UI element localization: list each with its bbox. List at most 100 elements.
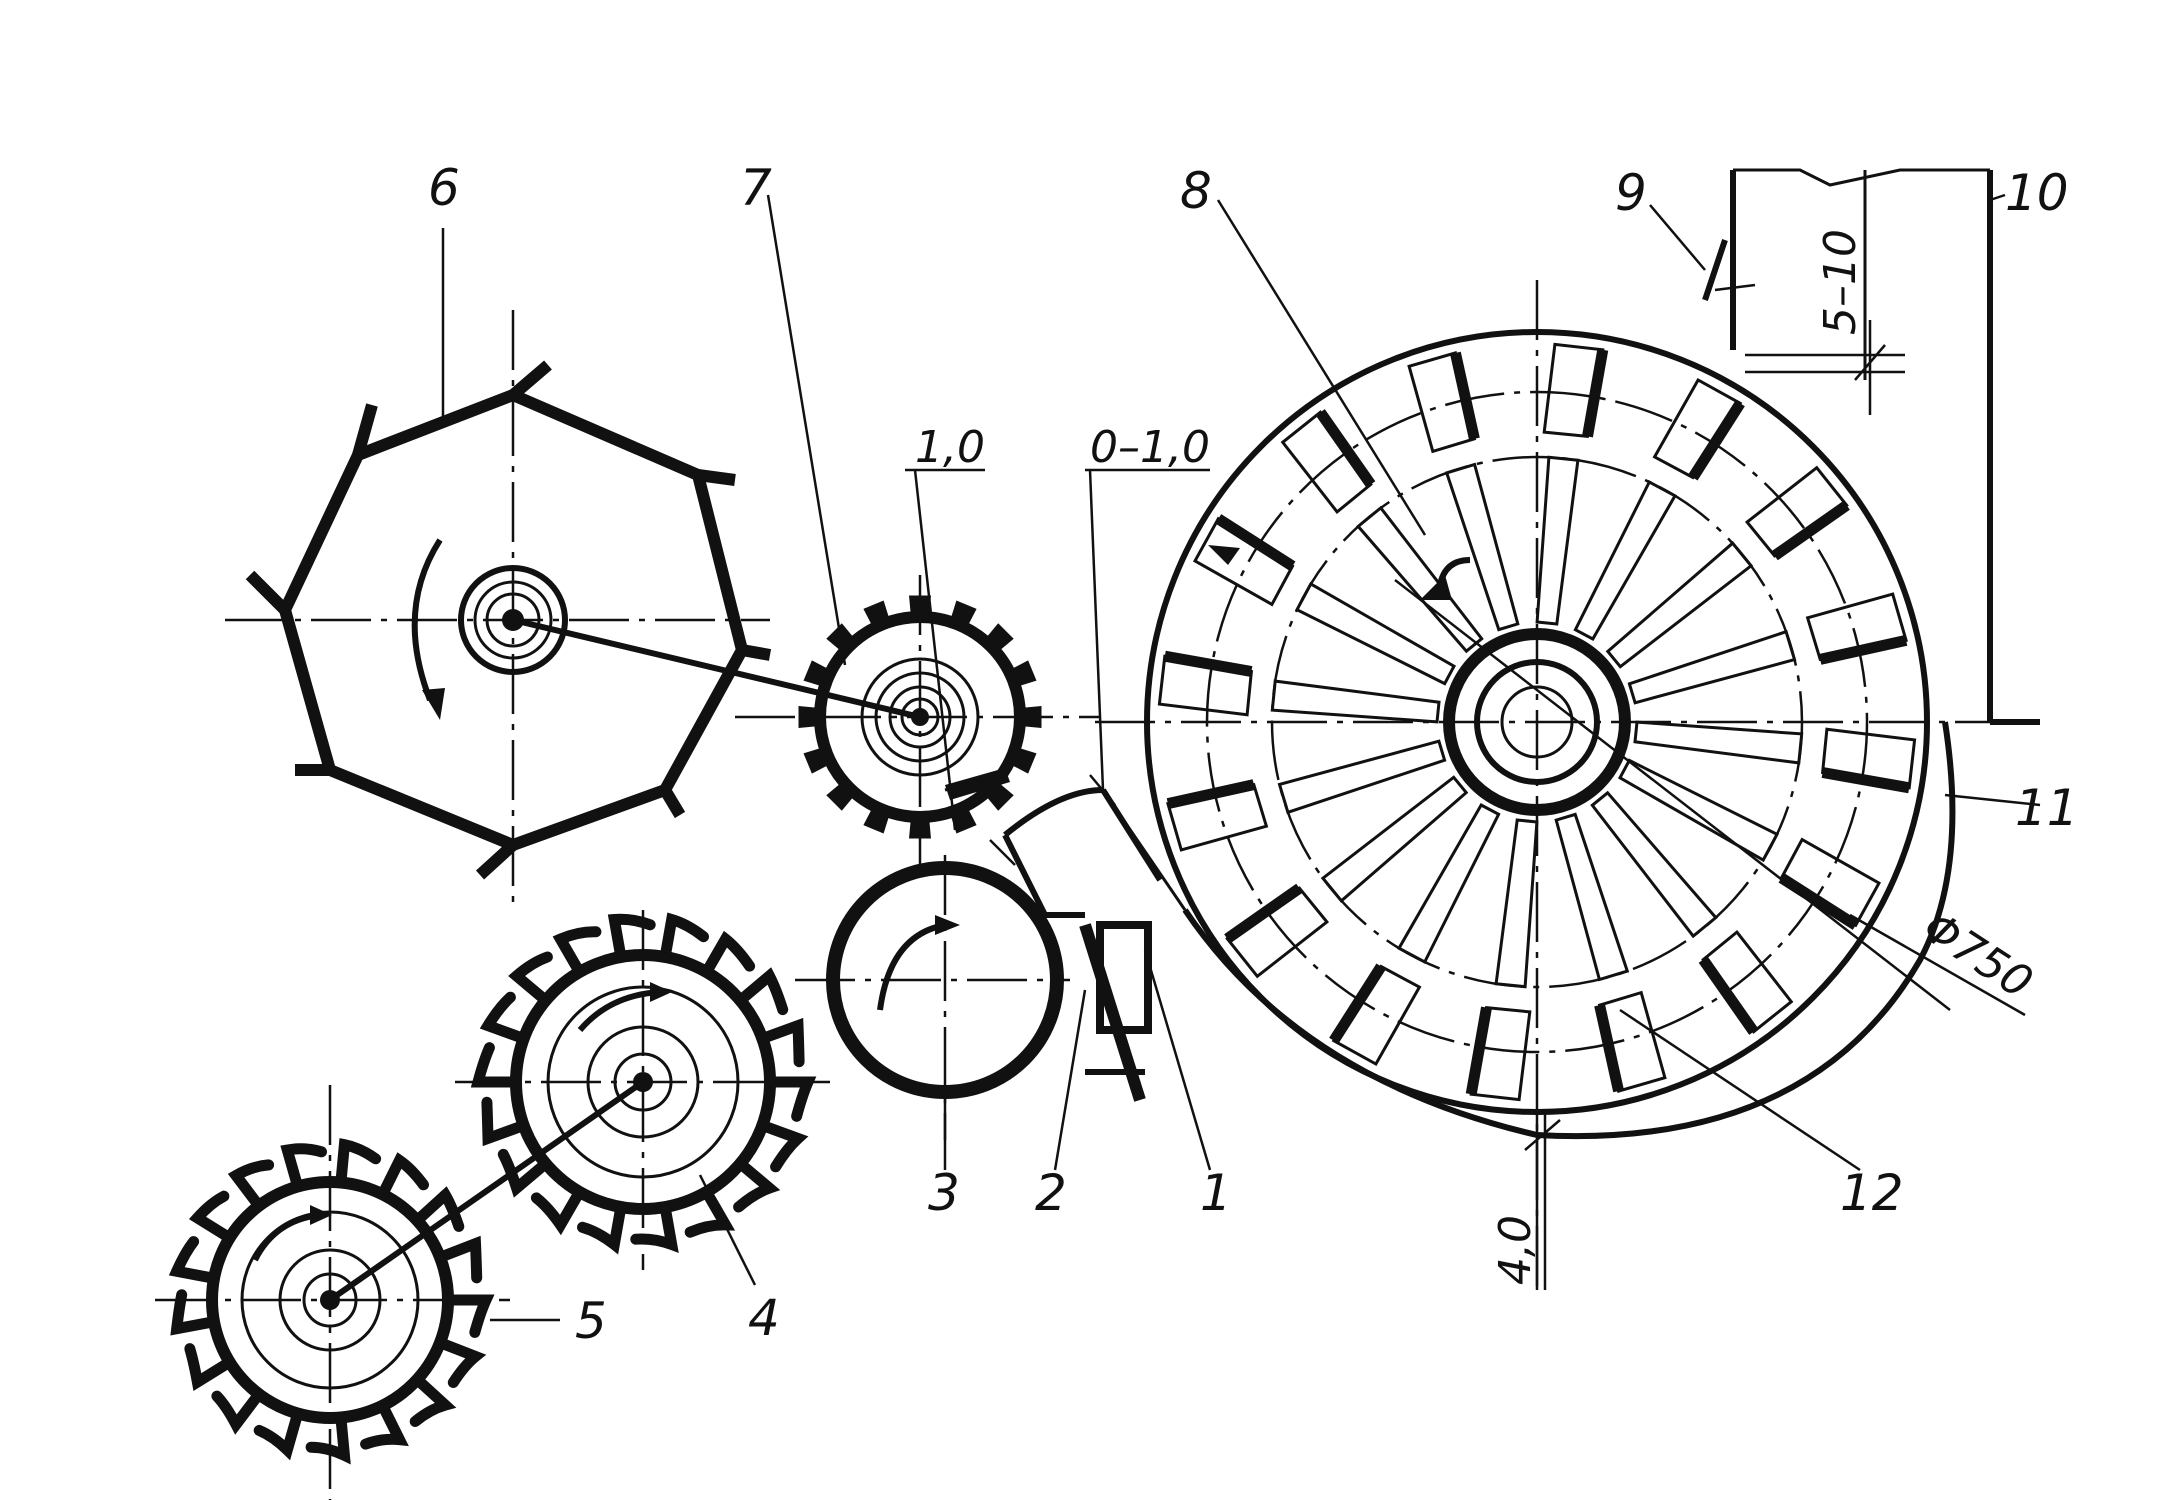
callout-labels: 1 2 3 4 5 6 7 8 9 10 11 12	[428, 159, 2079, 1350]
drum-tooth	[470, 1042, 522, 1088]
gear-tooth	[1006, 746, 1037, 774]
callout-6: 6	[428, 159, 460, 217]
gear-tooth	[982, 623, 1014, 655]
rotor-spoke	[1270, 679, 1441, 724]
drum-tooth	[479, 991, 530, 1045]
dimension-gap-7: 1,0	[915, 422, 985, 473]
concave-plate	[1002, 787, 1187, 1102]
rotor-spoke	[1605, 541, 1754, 669]
drum-tooth	[630, 1201, 679, 1253]
rotor-spoke	[1554, 812, 1630, 982]
drum-tooth	[184, 1343, 236, 1392]
drum-tooth	[377, 1152, 429, 1200]
dimension-gap-9: 5–10	[1815, 229, 1866, 335]
rotor-blade-edge	[1315, 409, 1376, 488]
main-rotor-8	[1095, 280, 2035, 1290]
rotor-blade-edge	[1778, 873, 1859, 930]
drum-tooth	[170, 1289, 220, 1336]
gear-tooth	[949, 803, 977, 834]
toothed-drum-5	[155, 1085, 510, 1500]
drum-tooth	[280, 1143, 327, 1192]
gear-tooth	[863, 803, 891, 834]
callout-leaders	[441, 193, 2041, 1322]
drum-tooth	[481, 1096, 530, 1147]
rotor-blade-edge	[1465, 1006, 1492, 1096]
drum-tooth	[188, 1190, 236, 1244]
rotor-blade-edge	[1771, 500, 1850, 561]
drum-tooth	[434, 1337, 487, 1388]
rotor-blade-edge	[1594, 1004, 1624, 1093]
drum-tooth	[434, 1235, 483, 1284]
dimension-gap-bottom: 4,0	[1490, 1215, 1541, 1285]
dimension-labels: 1,0 0–1,0 5–10 4,0 Φ750	[915, 229, 2041, 1285]
rotor-spoke	[1573, 479, 1678, 642]
callout-10: 10	[2005, 164, 2069, 222]
callout-4: 4	[748, 1289, 780, 1347]
dimension-lines	[905, 283, 2026, 1290]
side-wall-10	[1702, 168, 2040, 725]
rotor-spoke	[1633, 720, 1804, 765]
gear-tooth	[909, 814, 931, 839]
callout-1: 1	[1200, 1164, 1232, 1222]
drum-tooth	[733, 1158, 781, 1213]
drum-tooth	[168, 1236, 220, 1284]
rotor-spoke	[1320, 775, 1469, 903]
rotor-blade-edge	[1163, 650, 1253, 677]
rotor-blade-edge	[1215, 514, 1296, 571]
callout-2: 2	[1035, 1164, 1067, 1222]
gear-tooth	[803, 660, 834, 688]
roller-3	[795, 855, 1070, 1140]
rotor-blade-edge	[1688, 400, 1745, 481]
callout-3: 3	[928, 1164, 960, 1222]
drum-tooth	[607, 913, 656, 963]
gear-tooth	[803, 746, 834, 774]
rotor-spoke	[1396, 802, 1501, 965]
callout-5: 5	[575, 1292, 607, 1350]
rotor-blade-edge	[1450, 351, 1480, 440]
rotor-blade-edge	[1698, 956, 1759, 1035]
drum-tooth	[335, 1138, 382, 1188]
rotor-spoke	[1277, 739, 1447, 815]
callout-8: 8	[1180, 162, 1212, 220]
dimension-diameter: Φ750	[1914, 901, 2041, 1008]
gear-tooth	[1017, 706, 1042, 728]
gear-tooth	[863, 600, 891, 631]
rotor-spoke	[1535, 455, 1580, 626]
hex-beater-6	[225, 310, 772, 905]
rotor-spoke	[1617, 758, 1780, 863]
gear-tooth	[826, 779, 858, 811]
callout-7: 7	[740, 159, 772, 217]
drum-tooth	[211, 1388, 265, 1435]
gear-tooth	[798, 706, 823, 728]
drum-tooth	[734, 967, 789, 1016]
drum-tooth	[253, 1408, 304, 1461]
drum-tooth	[552, 926, 602, 978]
rotor-blade-edge	[1166, 779, 1255, 809]
drum-tooth	[442, 1294, 495, 1338]
gear-tooth	[949, 600, 977, 631]
drum-tooth	[411, 1186, 465, 1232]
gear-tooth	[1006, 660, 1037, 688]
drum-tooth	[659, 912, 709, 963]
callout-12: 12	[1840, 1164, 1904, 1222]
rotor-spoke	[1627, 629, 1797, 705]
drum-tooth	[508, 951, 553, 1006]
rotor-blade-edge	[1329, 963, 1386, 1044]
gear-wheel-7	[735, 575, 1100, 870]
drum-tooth	[701, 930, 756, 978]
callout-9: 9	[1615, 164, 1647, 222]
rotor-spoke	[1494, 818, 1539, 989]
rotor-spoke	[1444, 462, 1520, 632]
callout-11: 11	[2015, 779, 2079, 837]
drum-tooth	[360, 1400, 409, 1450]
drum-tooth	[305, 1412, 351, 1465]
drum-tooth	[409, 1374, 457, 1427]
rotor-spoke	[1356, 505, 1484, 654]
drum-tooth	[577, 1201, 627, 1255]
drum-tooth	[530, 1186, 585, 1236]
drum-tooth	[764, 1076, 817, 1122]
rotor-spoke	[1590, 790, 1718, 939]
rotor-blade-edge	[1582, 348, 1609, 438]
toothed-drum-4	[455, 910, 830, 1270]
